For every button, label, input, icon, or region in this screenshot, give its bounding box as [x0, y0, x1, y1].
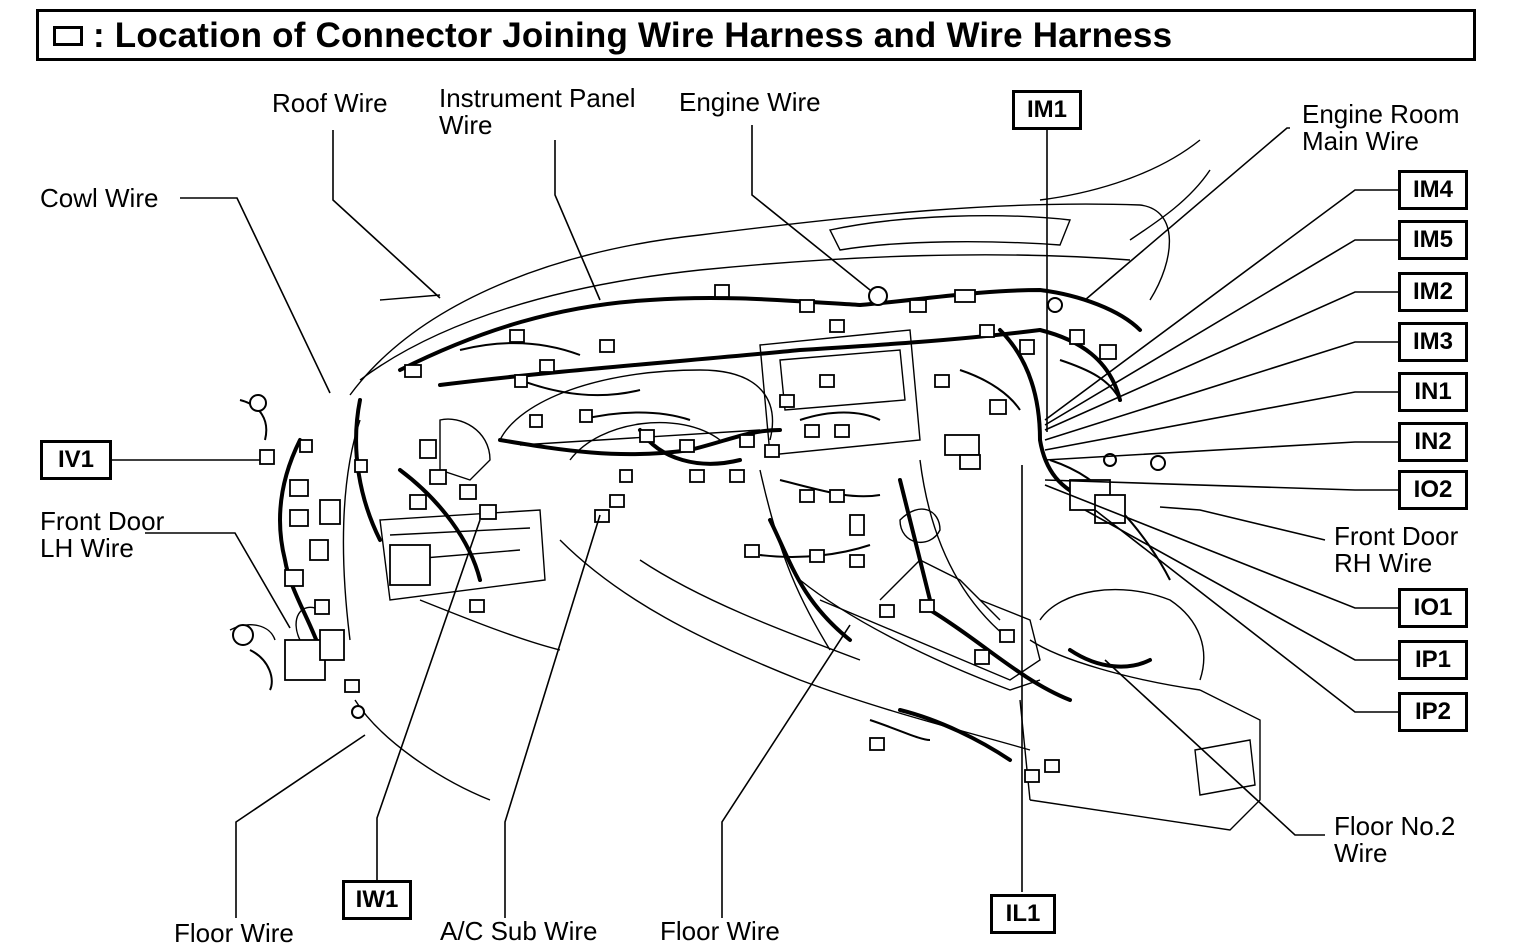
connector-code-il1: IL1: [990, 894, 1056, 934]
page-title: : Location of Connector Joining Wire Har…: [93, 16, 1173, 55]
connector-code-im3: IM3: [1398, 322, 1468, 362]
front-door-lh-wire-label: Front Door LH Wire: [40, 506, 165, 563]
connector-blocks: [259, 284, 1126, 783]
harness-bundles: [278, 287, 1152, 762]
connector-code-iw1: IW1: [342, 880, 412, 920]
connector-code-im4: IM4: [1398, 170, 1468, 210]
connector-code-ip2: IP2: [1398, 692, 1468, 732]
connector-code-im1: IM1: [1012, 90, 1082, 130]
connector-code-io2: IO2: [1398, 470, 1468, 510]
instrument-panel-wire-label: Instrument Panel Wire: [439, 83, 636, 140]
engine-room-main-wire-label: Engine Room Main Wire: [1302, 99, 1460, 156]
title-box: : Location of Connector Joining Wire Har…: [36, 9, 1476, 61]
floor-wire-center-label: Floor Wire: [660, 916, 780, 946]
ac-sub-wire-label: A/C Sub Wire: [440, 916, 598, 946]
connector-code-iv1: IV1: [40, 440, 112, 480]
roof-wire-label: Roof Wire: [272, 88, 388, 118]
connector-code-im5: IM5: [1398, 220, 1468, 260]
connector-code-in2: IN2: [1398, 422, 1468, 462]
leader-lines: [112, 125, 1398, 918]
floor-no2-wire-label: Floor No.2 Wire: [1334, 811, 1456, 868]
floor-wire-left-label: Floor Wire: [174, 918, 294, 948]
connector-symbol-icon: [53, 26, 83, 46]
connector-code-ip1: IP1: [1398, 640, 1468, 680]
dashboard-outline: [229, 139, 1261, 831]
connector-code-in1: IN1: [1398, 372, 1468, 412]
grommets: [232, 286, 1166, 719]
front-door-rh-wire-label: Front Door RH Wire: [1334, 521, 1459, 578]
engine-wire-label: Engine Wire: [679, 87, 821, 117]
cowl-wire-label: Cowl Wire: [40, 183, 159, 213]
connector-code-io1: IO1: [1398, 588, 1468, 628]
connector-code-im2: IM2: [1398, 272, 1468, 312]
